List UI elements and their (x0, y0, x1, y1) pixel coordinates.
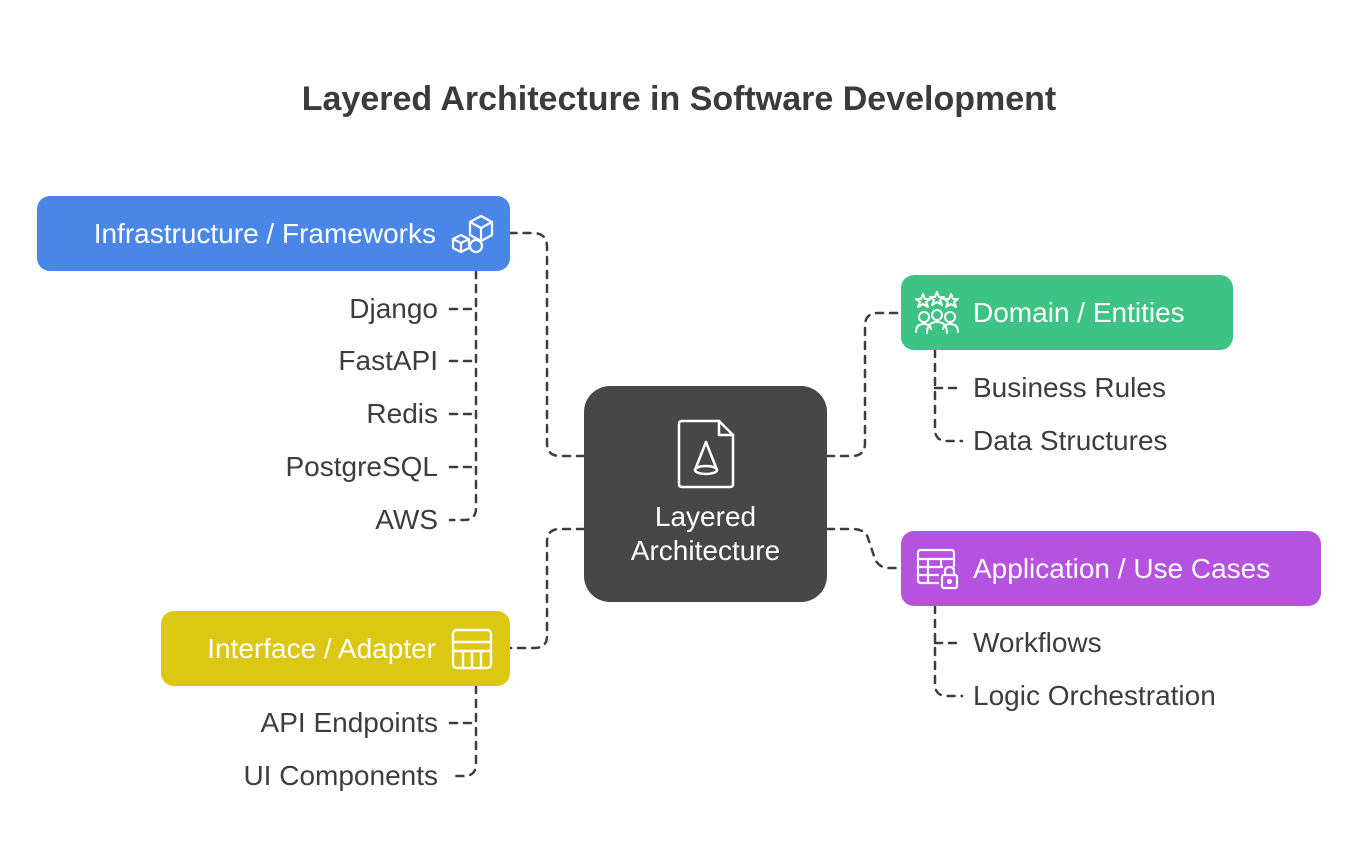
connector-domain-trunk (933, 348, 964, 443)
layer-infrastructure-label: Infrastructure / Frameworks (93, 217, 436, 249)
layer-application-label: Application / Use Cases (973, 552, 1271, 584)
document-cone-icon (675, 418, 737, 490)
leaf-item: AWS (375, 504, 438, 535)
connector-interface-trunk (448, 684, 478, 778)
center-node: Layered Architecture (584, 386, 827, 602)
layer-application: Application / Use Cases (901, 531, 1321, 606)
layer-interface: Interface / Adapter (161, 611, 510, 686)
connector-interface (508, 527, 586, 650)
page-title: Layered Architecture in Software Develop… (301, 80, 1057, 118)
boxes-icon (450, 212, 494, 256)
center-label-line1: Layered (654, 501, 757, 532)
table-lock-icon (915, 547, 959, 591)
connector-application-trunk (933, 604, 964, 698)
leaf-item: FastAPI (338, 345, 438, 376)
leaf-item: Workflows (973, 627, 1102, 658)
leaf-item: Business Rules (973, 372, 1166, 403)
layer-interface-label: Interface / Adapter (207, 632, 436, 664)
layer-domain-label: Domain / Entities (973, 296, 1185, 328)
connector-domain (825, 311, 903, 458)
leaf-item: Data Structures (973, 425, 1168, 456)
table-grid-icon (450, 627, 494, 671)
leaf-item: Logic Orchestration (973, 680, 1216, 711)
leaf-item: Redis (366, 398, 438, 429)
leaf-item: UI Components (243, 760, 438, 791)
leaf-item: Django (349, 293, 438, 324)
layer-infrastructure: Infrastructure / Frameworks (37, 196, 510, 271)
leaf-item: API Endpoints (260, 707, 438, 738)
connector-infra-trunk (448, 269, 478, 522)
layer-domain: Domain / Entities (901, 275, 1233, 350)
connector-application (825, 527, 903, 570)
center-label-line2: Architecture (630, 535, 781, 566)
center-label: Layered Architecture (584, 500, 827, 568)
stars-group-icon (915, 290, 959, 335)
connector-infrastructure (508, 231, 586, 458)
leaf-item: PostgreSQL (285, 451, 438, 482)
